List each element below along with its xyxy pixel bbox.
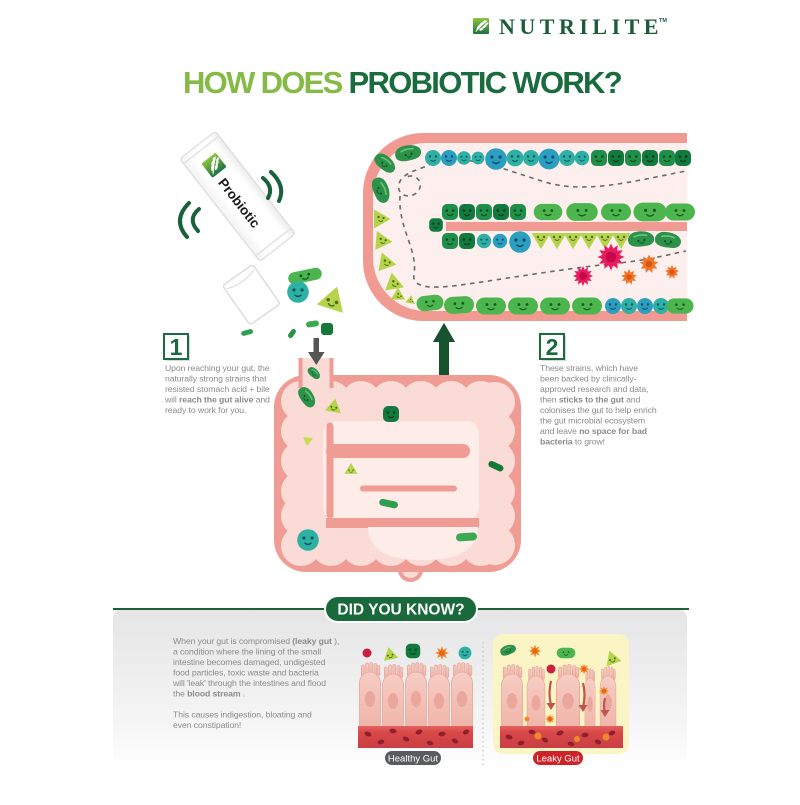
svg-text:Leaky Gut: Leaky Gut [536,754,580,765]
svg-text:These strains, which have: These strains, which have been backed by… [540,363,659,447]
svg-text:Upon reaching your gut, the: Upon reaching your gut, the naturally st… [164,363,272,415]
svg-text:TM: TM [659,18,667,24]
svg-text:DID YOU KNOW?: DID YOU KNOW? [337,602,464,619]
svg-text:2: 2 [546,334,559,360]
svg-text:When your gut is compromised (: When your gut is compromised (leaky gut … [172,636,342,730]
svg-text:Healthy Gut: Healthy Gut [388,754,439,765]
svg-text:1: 1 [170,334,183,360]
svg-text:HOW DOES PROBIOTIC WORK?: HOW DOES PROBIOTIC WORK? [183,65,622,100]
svg-text:NUTRILITE: NUTRILITE [499,14,663,39]
